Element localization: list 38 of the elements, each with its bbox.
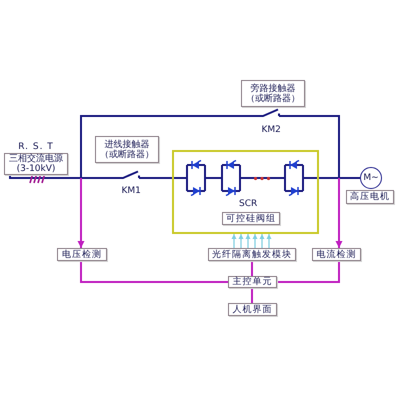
arrow	[78, 178, 84, 248]
label-box: 进线接触器（或断路器）	[95, 136, 159, 163]
label-box: 旁路接触器（或断路器）	[241, 80, 305, 107]
arrow	[266, 234, 272, 248]
wire	[251, 261, 253, 276]
switch-icon	[258, 108, 284, 118]
switch-label: KM1	[122, 186, 141, 197]
wire	[80, 261, 228, 283]
process-box: 电压检测	[57, 248, 107, 261]
wire	[80, 115, 258, 178]
process-box: 电流检测	[312, 248, 361, 261]
wire	[284, 115, 360, 179]
thyristor-pair-icon	[282, 160, 306, 196]
arrow	[252, 234, 258, 248]
arrow	[336, 178, 342, 248]
switch-label: KM2	[262, 125, 281, 136]
wire	[208, 177, 219, 179]
arrow	[238, 234, 244, 248]
thyristor-pair-icon	[219, 160, 243, 196]
wire	[144, 177, 184, 179]
arrow	[260, 234, 264, 248]
process-box: 主控单元	[228, 276, 277, 288]
wire	[277, 261, 340, 283]
source-box: 三相交流电源(3-10kV)	[4, 153, 68, 175]
wire	[243, 177, 282, 179]
arrow	[232, 234, 236, 248]
label-box: 可控硅阀组	[222, 212, 280, 225]
arrow	[246, 234, 250, 248]
thyristor-pair-icon	[184, 160, 208, 196]
switch-icon	[118, 170, 144, 180]
process-box: 光纤隔离触发模块	[208, 248, 296, 261]
valve-group-panel	[172, 150, 319, 234]
motor-symbol: M~	[360, 167, 382, 189]
phase-label: R. S. T	[18, 142, 54, 153]
wire	[251, 288, 253, 303]
process-box: 人机界面	[228, 303, 277, 316]
label-box: 高压电机	[346, 190, 394, 204]
panel-title: SCR	[239, 199, 258, 210]
